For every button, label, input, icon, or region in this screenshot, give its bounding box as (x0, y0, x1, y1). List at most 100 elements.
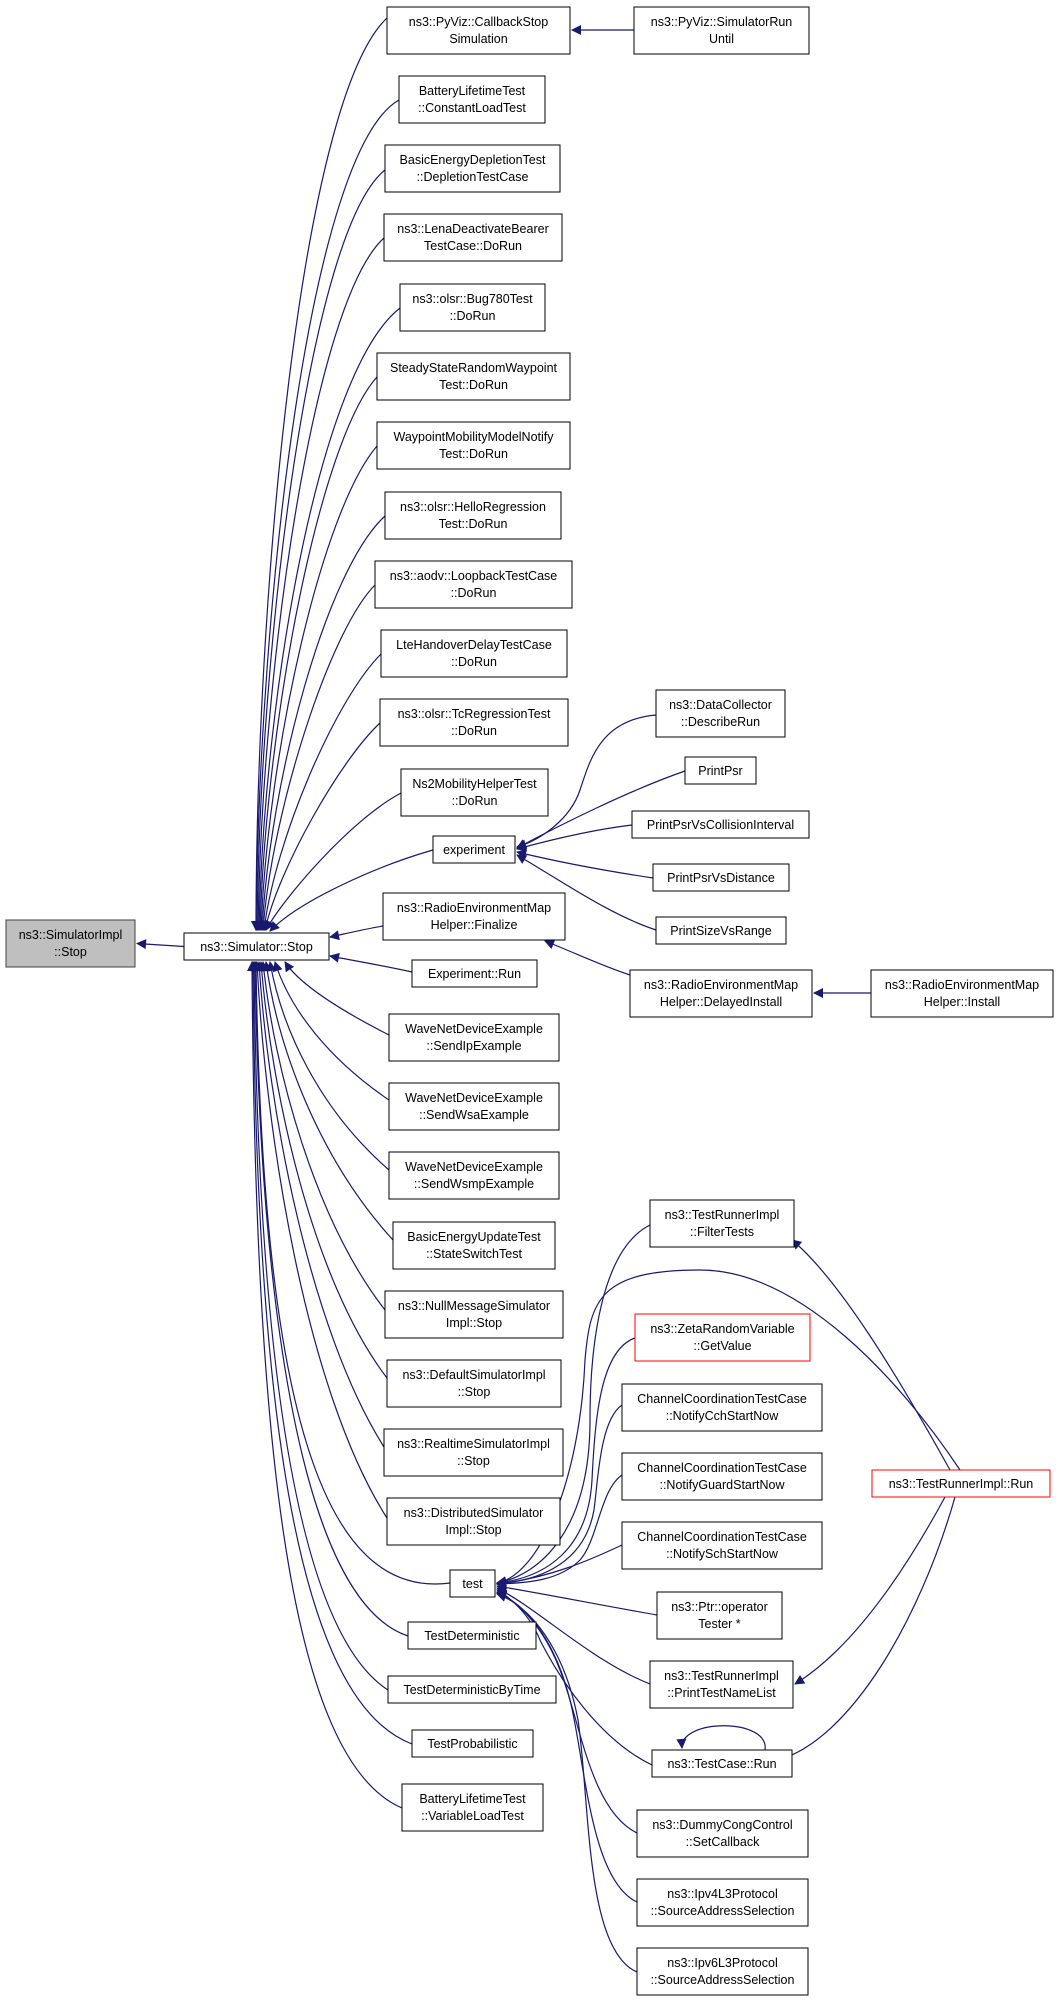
node-notifyguard[interactable]: ChannelCoordinationTestCase::NotifyGuard… (621, 1452, 823, 1501)
node-label: ::ConstantLoadTest (418, 101, 526, 115)
node-constantload[interactable]: BatteryLifetimeTest::ConstantLoadTest (398, 75, 546, 124)
edge-sendwsa-to-sim-stop (272, 961, 390, 1101)
node-tcregression[interactable]: ns3::olsr::TcRegressionTest::DoRun (379, 698, 569, 747)
node-datacollector[interactable]: ns3::DataCollector::DescribeRun (655, 689, 786, 738)
node-ltehandover[interactable]: LteHandoverDelayTestCase::DoRun (380, 629, 568, 678)
node-label: ns3::Ptr::operator (671, 1600, 768, 1614)
node-sendwsmp[interactable]: WaveNetDeviceExample::SendWsmpExample (388, 1151, 560, 1200)
node-experiment[interactable]: experiment (432, 835, 516, 864)
node-label: BatteryLifetimeTest (419, 1792, 526, 1806)
node-label: ::SendWsaExample (419, 1108, 529, 1122)
edge-testdettime-to-sim-stop (249, 961, 389, 1691)
node-ipv6src[interactable]: ns3::Ipv6L3Protocol::SourceAddressSelect… (636, 1947, 809, 1996)
node-printsizevsrange[interactable]: PrintSizeVsRange (655, 916, 787, 945)
node-printpsrvsdist[interactable]: PrintPsrVsDistance (652, 863, 790, 892)
node-sim-stop[interactable]: ns3::Simulator::Stop (183, 932, 330, 961)
node-label: ::DoRun (452, 794, 498, 808)
node-box (652, 863, 790, 892)
node-label: ns3::DataCollector (669, 698, 772, 712)
node-testrunnerrun[interactable]: ns3::TestRunnerImpl::Run (871, 1469, 1051, 1498)
node-notifycch[interactable]: ChannelCoordinationTestCase::NotifyCchSt… (621, 1383, 823, 1432)
node-label: ns3::olsr::Bug780Test (412, 292, 533, 306)
node-exprun[interactable]: Experiment::Run (411, 959, 538, 988)
edge-ns2mobility-to-sim-stop (265, 792, 402, 931)
node-testdettime[interactable]: TestDeterministicByTime (387, 1675, 557, 1704)
node-box (407, 1621, 537, 1650)
node-label: ChannelCoordinationTestCase (637, 1461, 807, 1475)
node-remdelayed[interactable]: ns3::RadioEnvironmentMapHelper::DelayedI… (629, 969, 813, 1018)
edge-printsizevsrange-to-experiment (516, 854, 657, 931)
edge-testdet-to-sim-stop (250, 961, 409, 1637)
node-box (621, 1452, 823, 1501)
node-box (387, 1675, 557, 1704)
node-depletion[interactable]: BasicEnergyDepletionTest::DepletionTestC… (384, 144, 561, 193)
node-label: ns3::NullMessageSimulator (398, 1299, 550, 1313)
node-label: ::Stop (458, 1385, 491, 1399)
node-label: Test::DoRun (439, 378, 508, 392)
node-label: ns3::TestCase::Run (667, 1757, 776, 1771)
node-sendip[interactable]: WaveNetDeviceExample::SendIpExample (388, 1013, 560, 1062)
node-testprob[interactable]: TestProbabilistic (411, 1729, 534, 1758)
node-sendwsa[interactable]: WaveNetDeviceExample::SendWsaExample (388, 1082, 560, 1131)
node-printpsr[interactable]: PrintPsr (684, 756, 757, 785)
node-label: PrintPsrVsDistance (667, 871, 775, 885)
node-box (449, 1569, 496, 1598)
node-defaultsim[interactable]: ns3::DefaultSimulatorImpl::Stop (386, 1359, 562, 1408)
node-box (376, 421, 571, 470)
node-dummycong[interactable]: ns3::DummyCongControl::SetCallback (636, 1809, 809, 1858)
edge-filtertests-to-test (496, 1224, 651, 1587)
edge-printpsrvsci-to-experiment (516, 824, 633, 852)
node-test[interactable]: test (449, 1569, 496, 1598)
node-label: BatteryLifetimeTest (419, 84, 526, 98)
node-printtestname[interactable]: ns3::TestRunnerImpl::PrintTestNameList (649, 1660, 794, 1709)
node-label: experiment (443, 843, 505, 857)
node-label: ::DoRun (451, 586, 497, 600)
node-box (379, 698, 569, 747)
node-label: ::Stop (54, 945, 87, 959)
node-printpsrvsci[interactable]: PrintPsrVsCollisionInterval (631, 810, 810, 839)
node-label: ChannelCoordinationTestCase (637, 1392, 807, 1406)
node-label: Helper::Finalize (431, 918, 518, 932)
node-label: ns3::TestRunnerImpl (665, 1208, 780, 1222)
node-variableload[interactable]: BatteryLifetimeTest::VariableLoadTest (401, 1783, 544, 1832)
node-box (383, 1428, 564, 1477)
node-ipv4src[interactable]: ns3::Ipv4L3Protocol::SourceAddressSelect… (636, 1878, 809, 1927)
edge-callbackstop-to-sim-stop (251, 17, 388, 931)
node-box (649, 1199, 795, 1248)
node-ns2mobility[interactable]: Ns2MobilityHelperTest::DoRun (400, 768, 549, 817)
edge-testprob-to-sim-stop (248, 961, 413, 1745)
node-testcaserun[interactable]: ns3::TestCase::Run (651, 1749, 793, 1778)
node-label: ChannelCoordinationTestCase (637, 1530, 807, 1544)
edge-realtimesim-to-sim-stop (254, 961, 385, 1448)
node-zeta[interactable]: ns3::ZetaRandomVariable::GetValue (634, 1313, 811, 1362)
node-label: Helper::Install (924, 995, 1000, 1009)
node-filtertests[interactable]: ns3::TestRunnerImpl::FilterTests (649, 1199, 795, 1248)
node-realtimesim[interactable]: ns3::RealtimeSimulatorImpl::Stop (383, 1428, 564, 1477)
node-box (374, 560, 573, 609)
node-box (621, 1521, 823, 1570)
node-box (633, 6, 810, 55)
node-loopback[interactable]: ns3::aodv::LoopbackTestCase::DoRun (374, 560, 573, 609)
node-label: test (462, 1577, 483, 1591)
node-box (411, 959, 538, 988)
node-label: Ns2MobilityHelperTest (412, 777, 537, 791)
node-stateswitch[interactable]: BasicEnergyUpdateTest::StateSwitchTest (392, 1221, 556, 1270)
node-box (684, 756, 757, 785)
node-label: ns3::aodv::LoopbackTestCase (390, 569, 558, 583)
node-bug780[interactable]: ns3::olsr::Bug780Test::DoRun (399, 283, 546, 332)
node-notifysch[interactable]: ChannelCoordinationTestCase::NotifySchSt… (621, 1521, 823, 1570)
edge-depletion-to-sim-stop (252, 169, 386, 931)
node-testdet[interactable]: TestDeterministic (407, 1621, 537, 1650)
node-label: WaveNetDeviceExample (405, 1160, 543, 1174)
